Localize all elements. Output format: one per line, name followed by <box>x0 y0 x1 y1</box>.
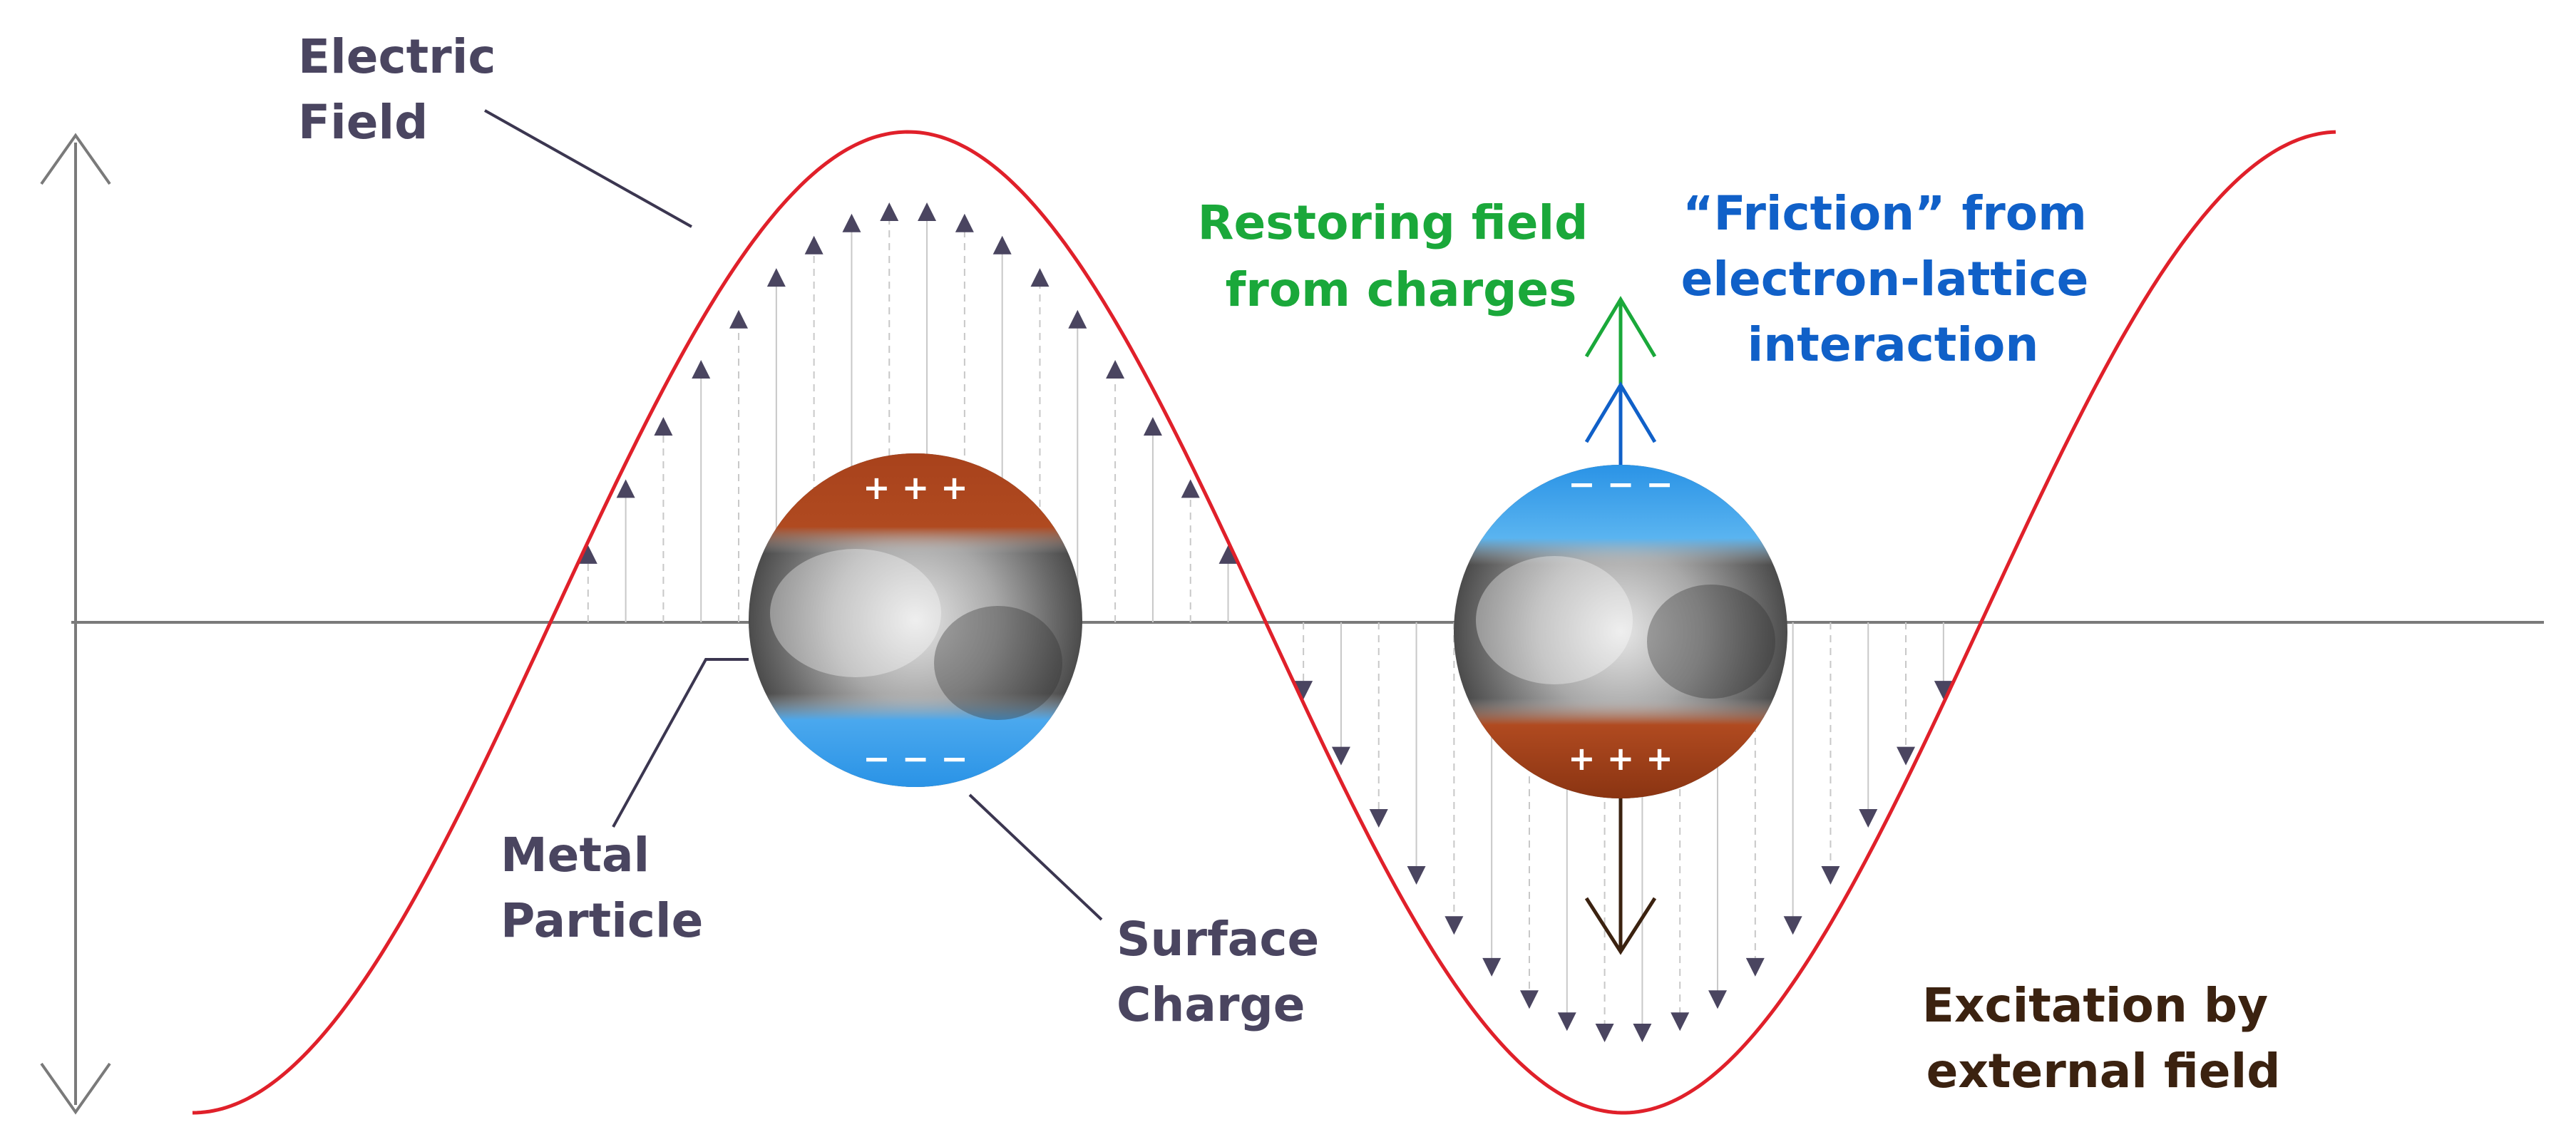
leader-electric-field <box>484 109 692 228</box>
excitation-arrow-head-icon <box>1584 897 1657 955</box>
field-triangle-icon <box>1407 865 1426 885</box>
excitation-arrow <box>1584 798 1657 955</box>
field-triangle-icon <box>1369 809 1388 828</box>
field-triangle-icon <box>1331 746 1350 766</box>
particle-2-top-charge: − − − <box>1568 465 1673 503</box>
field-triangle-icon <box>955 213 974 232</box>
metal-particle-label: Metal Particle <box>501 828 703 948</box>
field-triangle-icon <box>766 268 786 287</box>
particle-1-bottom-charge: − − − <box>863 739 968 778</box>
particle-2-bottom-charge: + + + <box>1568 739 1673 778</box>
metal-particle-1: + + + − − − <box>749 453 1082 787</box>
friction-label: “Friction” from electron-lattice interac… <box>1681 186 2105 372</box>
field-triangle-icon <box>1671 1012 1690 1032</box>
field-triangle-icon <box>692 360 711 379</box>
field-triangle-icon <box>578 545 597 564</box>
field-triangle-icon <box>729 309 749 329</box>
field-triangle-icon <box>1708 990 1728 1009</box>
restoring-field-label-line2: from charges <box>1226 262 1577 317</box>
particle-1-top-charge: + + + <box>863 468 968 507</box>
electric-field-label-line2: Field <box>298 95 428 150</box>
field-triangle-icon <box>1557 1012 1576 1032</box>
surface-charge-label-line2: Charge <box>1117 977 1305 1032</box>
excitation-label-line2: external field <box>1926 1044 2281 1099</box>
field-triangle-icon <box>1633 1023 1652 1042</box>
field-triangle-icon <box>1595 1023 1614 1042</box>
field-triangle-icon <box>1934 681 1953 700</box>
field-triangle-icon <box>1482 957 1502 977</box>
field-triangle-icon <box>1745 957 1765 977</box>
axis-arrow-down-icon <box>40 1062 111 1115</box>
axis-arrow-up-icon <box>40 133 111 185</box>
metal-particle-label-line1: Metal <box>501 828 650 883</box>
field-triangle-icon <box>1294 681 1313 700</box>
leader-metal-particle <box>612 658 749 828</box>
field-triangle-icon <box>918 202 937 222</box>
metal-particle-2: − − − + + + <box>1454 465 1787 798</box>
field-triangle-icon <box>880 202 899 222</box>
field-triangle-icon <box>1068 309 1087 329</box>
electric-field-label-line1: Electric <box>298 29 496 84</box>
field-triangle-icon <box>1181 479 1200 498</box>
excitation-label: Excitation by external field <box>1922 978 2284 1099</box>
field-triangle-icon <box>1444 916 1464 935</box>
field-triangle-icon <box>1218 545 1238 564</box>
field-triangle-icon <box>804 235 823 254</box>
restoring-arrow-head-icon <box>1584 296 1657 358</box>
field-triangle-icon <box>654 416 673 436</box>
restoring-field-label-line1: Restoring field <box>1198 195 1589 250</box>
electric-field-wave <box>192 130 2336 1115</box>
friction-label-line2: electron-lattice <box>1681 252 2089 307</box>
surface-charge-label: Surface Charge <box>1117 912 1335 1032</box>
friction-arrow <box>1584 381 1657 465</box>
metal-particle-label-line2: Particle <box>501 893 703 948</box>
field-triangle-icon <box>842 213 861 232</box>
field-triangle-icon <box>1030 268 1050 287</box>
field-triangle-icon <box>1783 916 1802 935</box>
field-triangle-icon <box>992 235 1012 254</box>
electric-field-label: Electric Field <box>298 29 512 150</box>
field-triangles <box>578 202 1953 1042</box>
excitation-label-line1: Excitation by <box>1922 978 2268 1033</box>
field-triangle-icon <box>1519 990 1539 1009</box>
field-triangle-icon <box>1897 746 1916 766</box>
leader-surface-charge <box>968 793 1103 921</box>
surface-charge-label-line1: Surface <box>1117 912 1319 967</box>
field-triangle-icon <box>1106 360 1125 379</box>
field-triangle-icon <box>616 479 635 498</box>
field-triangle-icon <box>1821 865 1840 885</box>
restoring-field-label: Restoring field from charges <box>1198 195 1605 317</box>
field-triangle-icon <box>1143 416 1162 436</box>
friction-label-line1: “Friction” from <box>1683 186 2087 241</box>
field-triangle-icon <box>1859 809 1878 828</box>
friction-label-line3: interaction <box>1748 317 2039 372</box>
friction-arrow-head-icon <box>1584 381 1657 443</box>
